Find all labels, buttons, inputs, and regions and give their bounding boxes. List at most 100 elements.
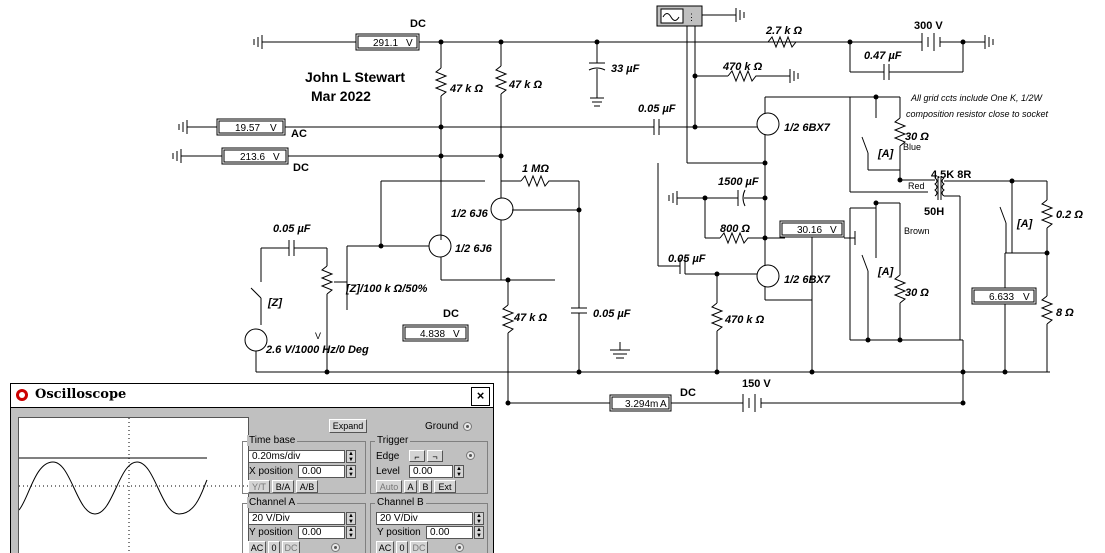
channel-a-ypos-spinner[interactable]: ▲▼ (346, 526, 356, 539)
tube-6bx7-bot-label: 1/2 6BX7 (784, 274, 831, 286)
cap-005-right-label: 0.05 µF (593, 308, 631, 320)
channel-b-scale-field[interactable]: 20 V/Div (376, 512, 473, 525)
meter-current-value: 3.294m (625, 399, 658, 410)
channel-b-group: Channel B 20 V/Div ▲▼ Y position 0.00 ▲▼… (370, 497, 488, 553)
meter-output-value: 6.633 (989, 292, 1014, 303)
v-marker: V (315, 331, 321, 341)
resistor-30-bot-label: 30 Ω (905, 287, 929, 299)
mode-ba-button[interactable]: B/A (272, 480, 294, 493)
level-label: Level (376, 466, 400, 477)
xpos-label: X position (249, 466, 293, 477)
resistor-02-label: 0.2 Ω (1056, 209, 1083, 221)
choke-50h-label: 50H (924, 206, 944, 218)
meter-dc-top-unit: V (406, 38, 413, 49)
wire-blue-label: Blue (903, 142, 921, 152)
meter-output-unit: V (1023, 292, 1030, 303)
meter-dc-top-type: DC (410, 18, 426, 30)
trigger-a-button[interactable]: A (404, 480, 417, 493)
tube-6j6-b-label: 1/2 6J6 (455, 243, 493, 255)
meter-dc-mid-value: 4.838 (420, 329, 445, 340)
trigger-auto-button[interactable]: Auto (376, 480, 402, 493)
oscilloscope-titlebar[interactable]: Oscilloscope × (11, 384, 493, 408)
meter-ac-type: AC (291, 128, 307, 140)
trigger-terminal[interactable] (466, 451, 475, 460)
resistor-47k-b-label: 47 k Ω (508, 79, 542, 91)
channel-a-scale-field[interactable]: 20 V/Div (248, 512, 345, 525)
meter-current[interactable]: 3.294m A (609, 394, 672, 412)
cap-005-mid-label: 0.05 µF (668, 253, 706, 265)
tube-6bx7-top-label: 1/2 6BX7 (784, 122, 831, 134)
transformer-label: 4.5K 8R (931, 169, 971, 181)
meter-dc-mid[interactable]: 4.838 V (402, 324, 469, 342)
meter-dc-left-type: DC (293, 162, 309, 174)
channel-b-dc-button[interactable]: DC (410, 541, 428, 553)
expand-button[interactable]: Expand (329, 419, 367, 433)
cap-1500-label: 1500 µF (718, 176, 759, 188)
channel-b-scale-spinner[interactable]: ▲▼ (474, 512, 484, 525)
mode-ab-button[interactable]: A/B (296, 480, 318, 493)
trigger-ext-button[interactable]: Ext (434, 480, 456, 493)
trigger-b-button[interactable]: B (419, 480, 432, 493)
meter-dc-top[interactable]: 291.1 V (355, 33, 420, 51)
oscilloscope-window[interactable]: Oscilloscope × Expand Ground Time base 0… (10, 383, 494, 553)
timebase-spinner[interactable]: ▲▼ (346, 450, 356, 463)
author-label: John L Stewart (305, 69, 405, 85)
edge-rising-icon[interactable]: ⌐ (409, 450, 425, 462)
meter-output[interactable]: 6.633 V (971, 287, 1037, 305)
cap-005-top-label: 0.05 µF (638, 103, 676, 115)
meter-dc-left[interactable]: 213.6 V (221, 147, 289, 165)
channel-a-ypos-label: Y position (249, 527, 293, 538)
timebase-field[interactable]: 0.20ms/div (248, 450, 345, 463)
scope-icon: ⋮ (687, 12, 696, 22)
channel-a-zero-button[interactable]: 0 (268, 541, 280, 553)
switch-a-bot-label: [A] (877, 266, 894, 278)
xpos-spinner[interactable]: ▲▼ (346, 465, 356, 478)
resistor-2k7-label: 2.7 k Ω (765, 25, 803, 37)
meter-dc-left-value: 213.6 (240, 152, 265, 163)
channel-b-ac-button[interactable]: AC (376, 541, 394, 553)
xpos-field[interactable]: 0.00 (298, 465, 345, 478)
resistor-8-label: 8 Ω (1056, 307, 1074, 319)
channel-a-scale-spinner[interactable]: ▲▼ (346, 512, 356, 525)
note-line-2: composition resistor close to socket (906, 109, 1049, 119)
meter-ac[interactable]: 19.57 V (216, 118, 286, 136)
meter-cathode-unit: V (830, 225, 837, 236)
battery-150v-label: 150 V (742, 378, 771, 390)
ground-label: Ground (425, 421, 459, 432)
channel-b-ypos-spinner[interactable]: ▲▼ (474, 526, 484, 539)
channel-a-title: Channel A (247, 497, 298, 508)
channel-a-dc-button[interactable]: DC (282, 541, 300, 553)
channel-b-terminal[interactable] (455, 543, 464, 552)
resistor-47k-c-label: 47 k Ω (513, 312, 547, 324)
channel-a-terminal[interactable] (331, 543, 340, 552)
edge-falling-icon[interactable]: ¬ (427, 450, 443, 462)
level-spinner[interactable]: ▲▼ (454, 465, 464, 478)
channel-b-zero-button[interactable]: 0 (396, 541, 408, 553)
switch-z-label: [Z] (267, 297, 282, 309)
timebase-group: Time base 0.20ms/div ▲▼ X position 0.00 … (242, 435, 366, 494)
tube-6j6-a-label: 1/2 6J6 (451, 208, 489, 220)
resistor-30-top-label: 30 Ω (905, 131, 929, 143)
oscilloscope-app-icon (16, 389, 28, 401)
channel-b-ypos-field[interactable]: 0.00 (426, 526, 473, 539)
oscilloscope-title: Oscilloscope (35, 387, 127, 402)
meter-current-type: DC (680, 387, 696, 399)
meter-cathode[interactable]: 30.16 V (779, 220, 845, 238)
timebase-title: Time base (247, 435, 298, 446)
channel-a-ac-button[interactable]: AC (248, 541, 266, 553)
mode-yt-button[interactable]: Y/T (248, 480, 270, 493)
meter-ac-unit: V (270, 123, 277, 134)
meter-dc-top-value: 291.1 (373, 38, 398, 49)
channel-a-ypos-field[interactable]: 0.00 (298, 526, 345, 539)
resistor-800-label: 800 Ω (720, 223, 750, 235)
meter-dc-mid-unit: V (453, 329, 460, 340)
channel-a-group: Channel A 20 V/Div ▲▼ Y position 0.00 ▲▼… (242, 497, 366, 553)
ground-terminal[interactable] (463, 422, 472, 431)
cap-047-label: 0.47 µF (864, 50, 902, 62)
level-field[interactable]: 0.00 (409, 465, 453, 478)
channel-b-title: Channel B (375, 497, 426, 508)
resistor-1meg-label: 1 MΩ (522, 163, 549, 175)
close-button[interactable]: × (471, 387, 490, 406)
edge-label: Edge (376, 451, 400, 462)
